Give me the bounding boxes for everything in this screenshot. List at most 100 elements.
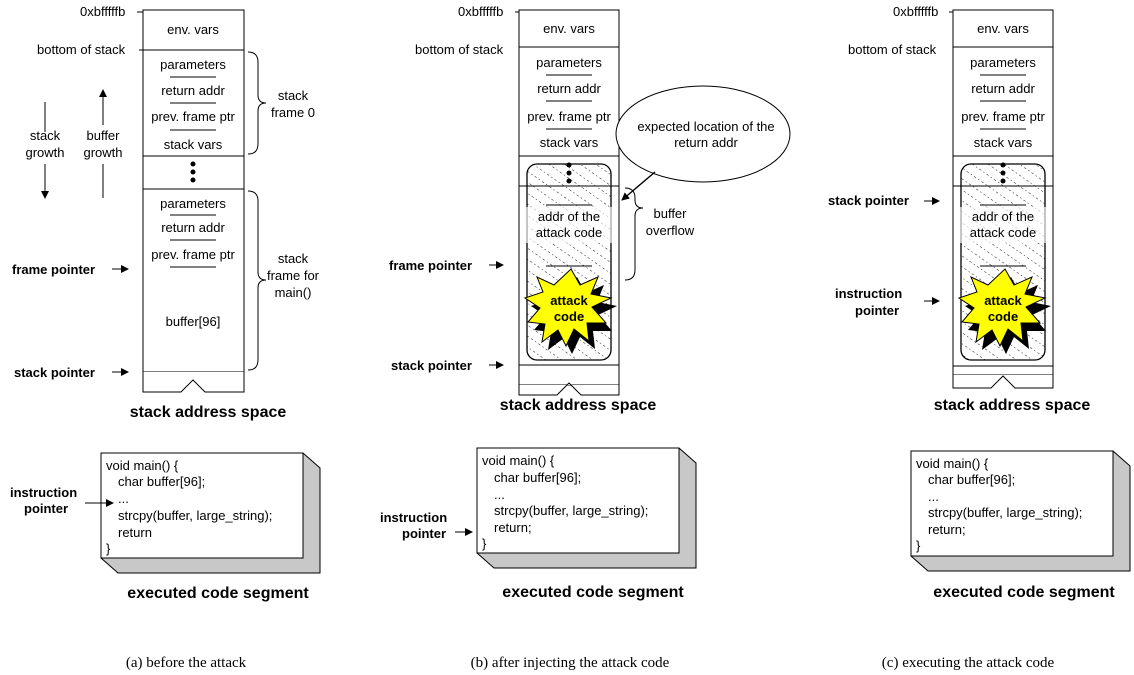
code-line: ...	[494, 487, 505, 502]
instruction-pointer-label: pointer	[24, 501, 68, 516]
code-line: ...	[928, 489, 939, 504]
bottom-of-stack-label: bottom of stack	[415, 42, 504, 57]
frame0-return-addr: return addr	[161, 83, 225, 98]
code-line: strcpy(buffer, large_string);	[494, 503, 648, 518]
ellipsis-dot	[190, 169, 196, 175]
top-address-label: 0xbfffffb	[458, 4, 503, 19]
code-segment-title: executed code segment	[933, 584, 1115, 601]
stack-address-space-title: stack address space	[934, 397, 1091, 414]
attack-code-label: attack	[984, 293, 1022, 308]
instruction-pointer-label: pointer	[855, 303, 899, 318]
stack-notch	[518, 382, 620, 396]
env-vars-cell: env. vars	[167, 22, 219, 37]
ellipsis-dot	[566, 162, 572, 168]
stack-pointer-label: stack pointer	[828, 193, 909, 208]
attack-code-burst	[957, 268, 1047, 348]
caption-b: (b) after injecting the attack code	[471, 655, 670, 671]
callout-arrow	[621, 171, 656, 201]
frame0-stack-vars: stack vars	[164, 137, 223, 152]
code-line: }	[106, 541, 111, 556]
frame0-return-addr: return addr	[537, 81, 601, 96]
frame0-stack-vars: stack vars	[540, 135, 599, 150]
top-address-label: 0xbfffffb	[80, 4, 125, 19]
ellipsis-dot	[1000, 178, 1006, 184]
code-line: ...	[118, 491, 129, 506]
frame0-parameters: parameters	[160, 57, 226, 72]
stack-growth-label: growth	[25, 145, 64, 160]
caption-c: (c) executing the attack code	[882, 655, 1055, 671]
frame-pointer-label: frame pointer	[12, 262, 95, 277]
attack-code-label: attack	[550, 293, 588, 308]
code-line: return	[118, 525, 152, 540]
brace-overflow	[624, 187, 644, 281]
code-line: }	[916, 538, 921, 553]
code-box	[100, 452, 304, 559]
instruction-pointer-label: instruction	[10, 485, 77, 500]
stack-notch	[952, 375, 1054, 389]
code-line: return;	[494, 520, 532, 535]
stack-pointer-label: stack pointer	[391, 358, 472, 373]
env-vars-cell: env. vars	[543, 21, 595, 36]
brace-main-label: stack	[278, 251, 309, 266]
addr-of-attack-code: addr of the	[972, 209, 1034, 224]
addr-of-attack-code: addr of the	[538, 209, 600, 224]
code-line: strcpy(buffer, large_string);	[928, 505, 1082, 520]
ellipsis-dot	[1000, 162, 1006, 168]
buffer-overflow-label: overflow	[646, 223, 695, 238]
code-line: char buffer[96];	[494, 470, 581, 485]
code-segment-title: executed code segment	[127, 585, 309, 602]
attack-code-burst	[523, 268, 613, 348]
panel-a: 0xbfffffb bottom of stack env. vars para…	[10, 4, 321, 671]
frame0-return-addr: return addr	[971, 81, 1035, 96]
text-backdrop	[960, 207, 1046, 243]
brace-frame0-label: stack	[278, 88, 309, 103]
brace-main-label: main()	[275, 285, 312, 300]
stack-growth-label: stack	[30, 128, 61, 143]
ellipsis-dot	[1000, 170, 1006, 176]
frame0-prev-frame-ptr: prev. frame ptr	[527, 109, 611, 124]
ellipsis-dot	[566, 170, 572, 176]
code-segment-title: executed code segment	[502, 584, 684, 601]
frame0-prev-frame-ptr: prev. frame ptr	[961, 109, 1045, 124]
brace-frame0	[247, 51, 267, 155]
frame0-stack-vars: stack vars	[974, 135, 1033, 150]
buffer-growth-label: buffer	[86, 128, 120, 143]
stack-address-space-title: stack address space	[500, 397, 657, 414]
frame0-prev-frame-ptr: prev. frame ptr	[151, 109, 235, 124]
callout-text: return addr	[674, 135, 738, 150]
stack-pointer-label: stack pointer	[14, 365, 95, 380]
bottom-of-stack-label: bottom of stack	[848, 42, 937, 57]
env-vars-cell: env. vars	[977, 21, 1029, 36]
code-line: return;	[928, 522, 966, 537]
bottom-of-stack-label: bottom of stack	[37, 42, 126, 57]
caption-a: (a) before the attack	[126, 655, 247, 671]
code-line: void main() {	[106, 458, 179, 473]
addr-of-attack-code: attack code	[970, 225, 1037, 240]
ellipsis-dot	[566, 178, 572, 184]
top-address-label: 0xbfffffb	[893, 4, 938, 19]
code-line: char buffer[96];	[928, 472, 1015, 487]
code-line: void main() {	[482, 453, 555, 468]
brace-frame0-label: frame 0	[271, 105, 315, 120]
frame0-parameters: parameters	[536, 55, 602, 70]
panel-c: 0xbfffffb bottom of stack env. vars para…	[828, 4, 1131, 671]
instruction-pointer-label: pointer	[402, 526, 446, 541]
buffer-growth-label: growth	[83, 145, 122, 160]
code-line: }	[482, 536, 487, 551]
stack-notch	[142, 372, 245, 393]
instruction-pointer-label: instruction	[835, 286, 902, 301]
instruction-pointer-label: instruction	[380, 510, 447, 525]
frame-pointer-label: frame pointer	[389, 258, 472, 273]
ellipsis-dot	[190, 177, 196, 183]
stack-column	[142, 9, 245, 373]
stack-address-space-title: stack address space	[130, 404, 287, 421]
buffer-cell: buffer[96]	[166, 314, 221, 329]
brace-main-label: frame for	[267, 268, 320, 283]
ellipsis-dot	[190, 161, 196, 167]
brace-main-frame	[247, 190, 267, 371]
code-box	[910, 450, 1114, 557]
frame0-parameters: parameters	[970, 55, 1036, 70]
code-line: strcpy(buffer, large_string);	[118, 508, 272, 523]
main-return-addr: return addr	[161, 220, 225, 235]
